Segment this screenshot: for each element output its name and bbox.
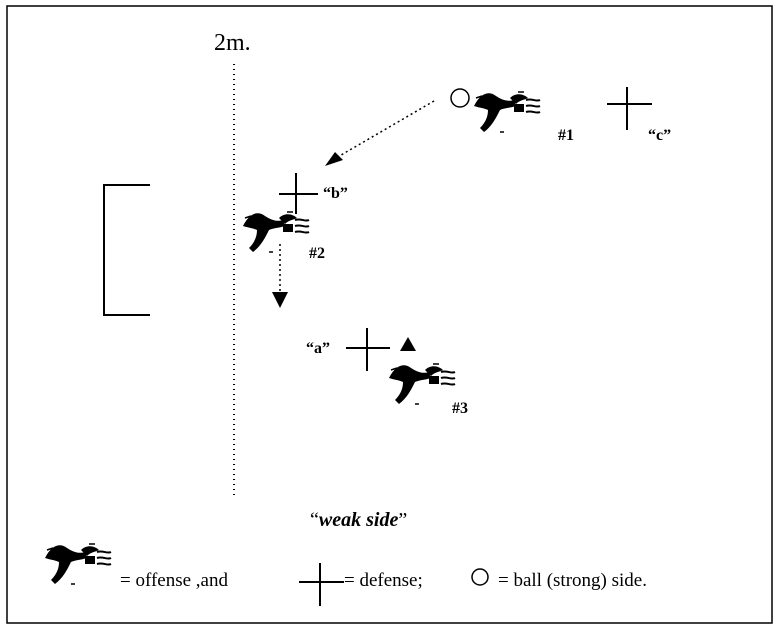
player-label-2: #2 (309, 245, 325, 262)
pass-line (335, 100, 435, 159)
defender-cross-icon-a (346, 328, 390, 371)
defender-label-a: “a” (306, 340, 330, 357)
goal-bracket (103, 184, 150, 316)
legend-swimmer-icon (44, 543, 112, 585)
frame-border (6, 5, 773, 624)
weak-side-caption: “weak side” (310, 509, 407, 531)
legend-ball-text: = ball (strong) side. (498, 570, 647, 591)
swimmer-icon-1 (473, 91, 541, 133)
defender-cross-icon-b (279, 173, 318, 214)
player-label-3: #3 (452, 400, 468, 417)
legend-offense-text: = offense ,and (120, 570, 228, 591)
legend-defense-text: = defense; (344, 570, 423, 591)
player-label-1: #1 (558, 127, 574, 144)
ball-icon (450, 88, 470, 108)
defender-cross-icon-c (607, 87, 652, 130)
legend-ball-icon (471, 568, 489, 586)
defender-label-c: “c” (648, 127, 671, 144)
legend-defender-cross-icon (299, 563, 344, 606)
up-arrow-icon-3 (400, 337, 416, 351)
defender-label-b: “b” (323, 185, 348, 202)
two-meter-label: 2m. (214, 30, 251, 56)
move-arrow-icon-2 (272, 292, 288, 308)
pass-arrow-icon (325, 152, 343, 166)
swimmer-icon-2 (242, 211, 310, 253)
swimmer-icon-3 (388, 363, 456, 405)
